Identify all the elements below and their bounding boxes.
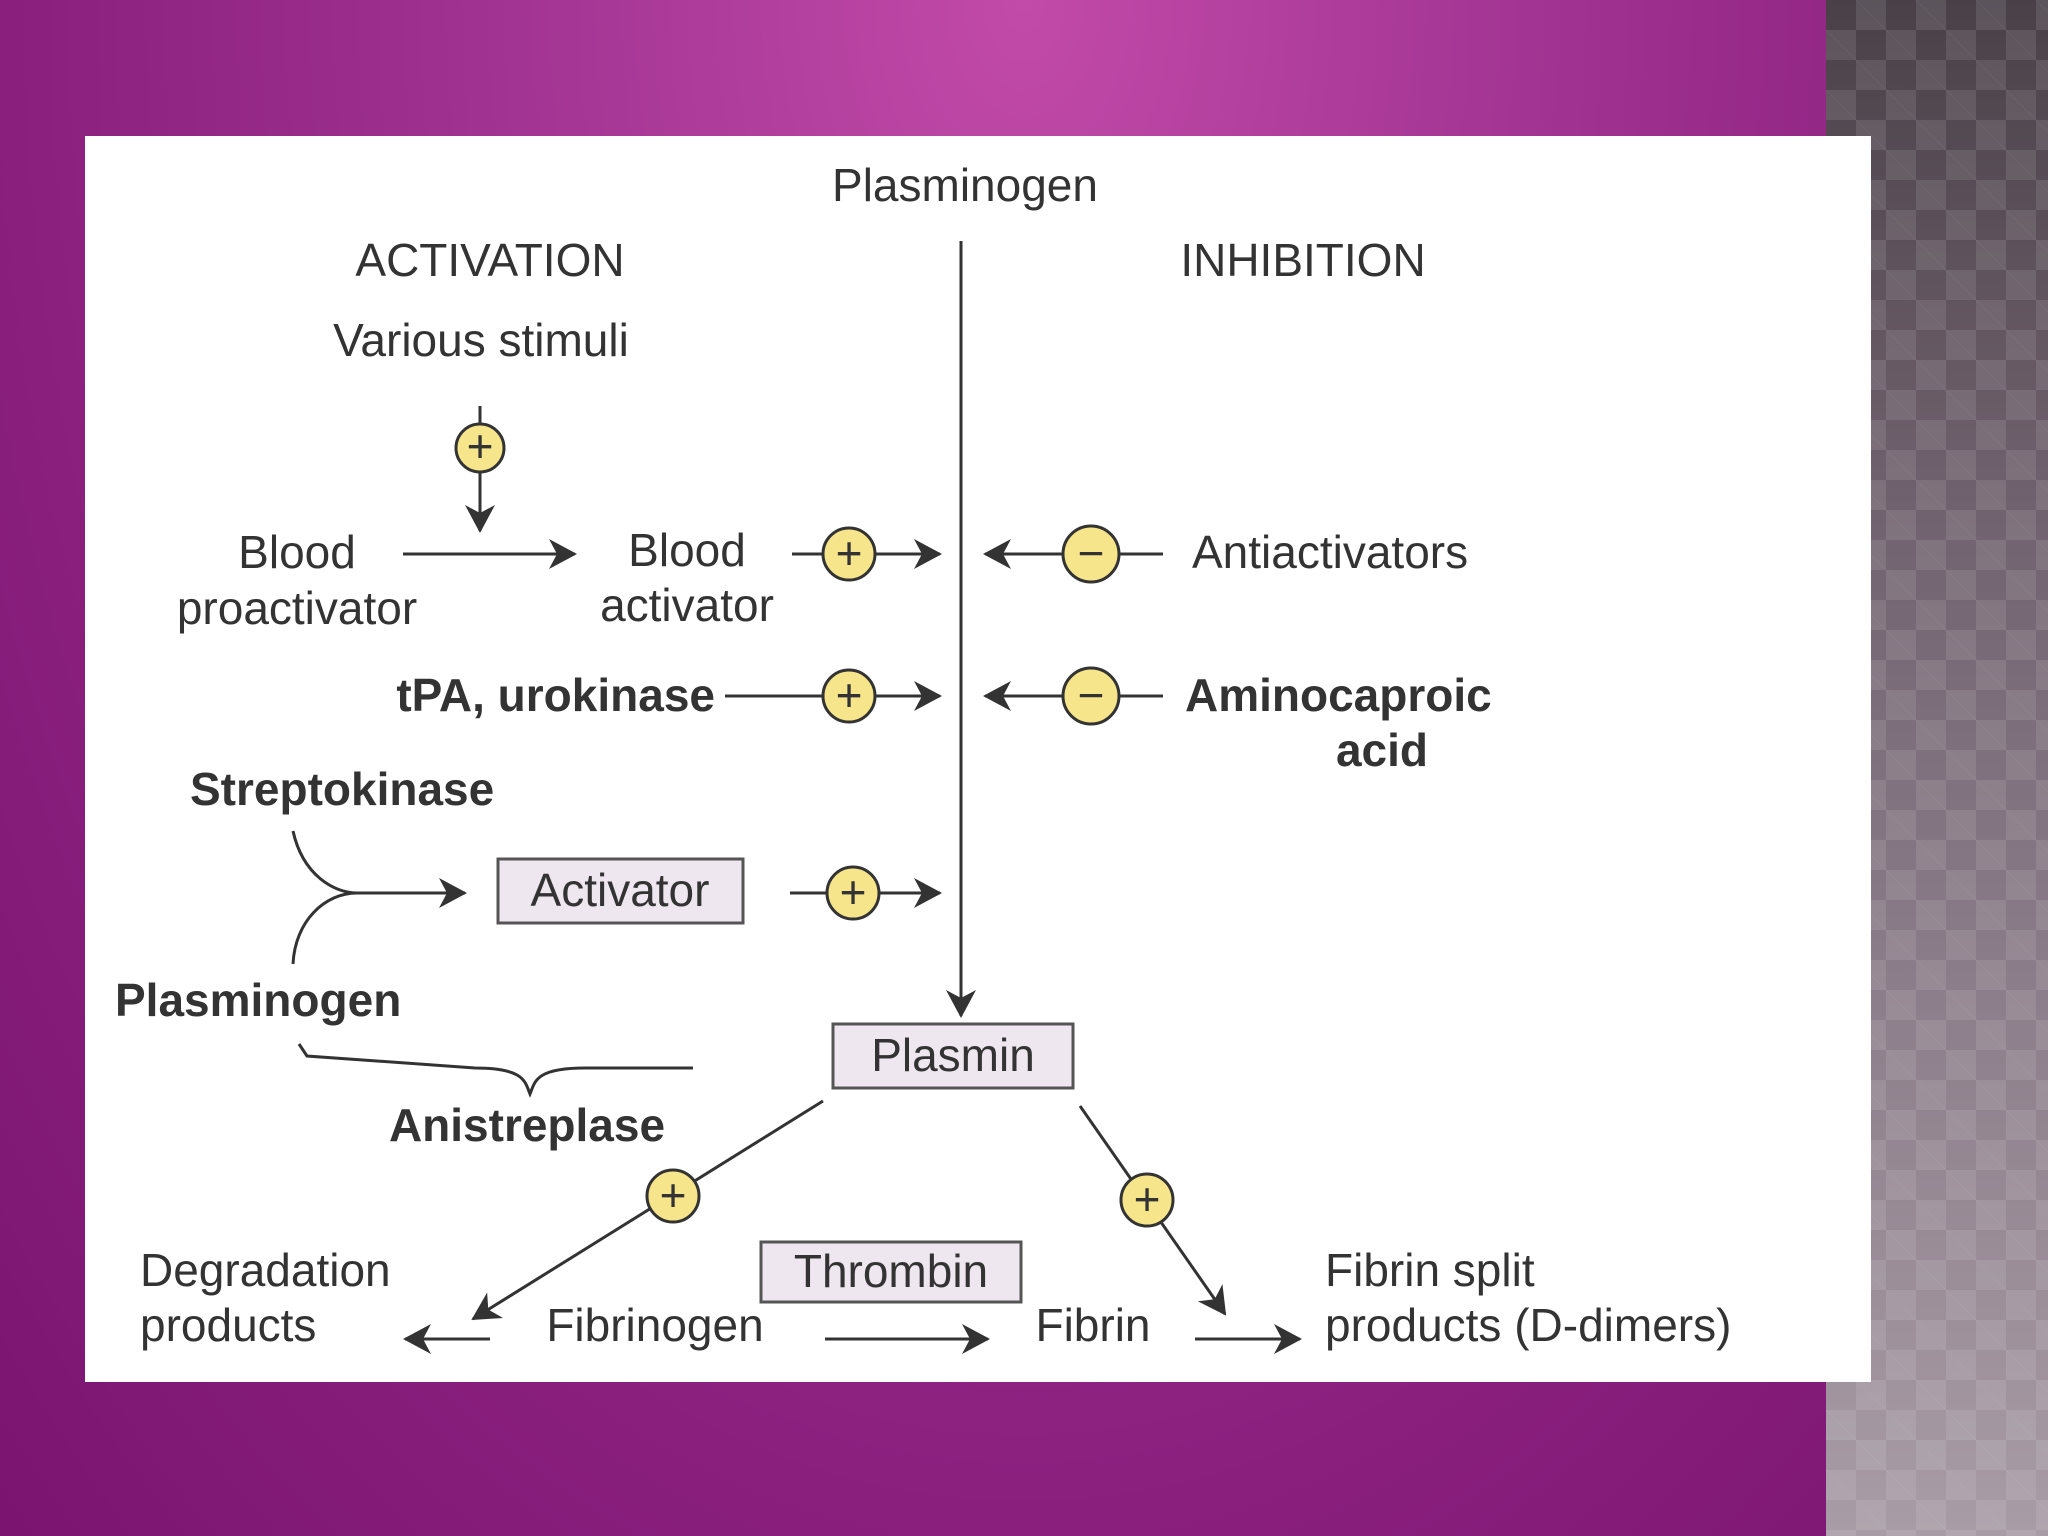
inhibition-header: INHIBITION	[1180, 234, 1425, 286]
activation-header: ACTIVATION	[355, 234, 624, 286]
fibrinogen-label: Fibrinogen	[546, 1299, 763, 1351]
fibrinolysis-diagram: Plasminogen ACTIVATION INHIBITION Variou…	[115, 159, 1731, 1354]
stimuli-plus-circle	[454, 422, 506, 474]
blood-activator-line2: activator	[600, 579, 774, 631]
plasmin-box	[831, 1022, 1075, 1090]
aminocaproic-line1: Aminocaproic	[1185, 669, 1492, 721]
degradation-plus-circle	[645, 1168, 701, 1224]
streptokinase-label: Streptokinase	[190, 763, 494, 815]
plasminogen-top-label: Plasminogen	[832, 159, 1098, 211]
plasminogen-curve	[291, 891, 358, 965]
streptokinase-curve	[291, 830, 358, 895]
diagram-panel: Plasminogen ACTIVATION INHIBITION Variou…	[85, 136, 1871, 1382]
plasmin-box-label: Plasmin	[871, 1029, 1035, 1081]
tpa-plus-circle	[821, 668, 877, 724]
fibrin-split-line1: Fibrin split	[1325, 1244, 1535, 1296]
activator-box-label: Activator	[531, 864, 710, 916]
degradation-line2: products	[140, 1299, 316, 1351]
degradation-plus-sign: +	[660, 1169, 687, 1221]
blood-activator-line1: Blood	[628, 524, 746, 576]
blood-activator-plus-sign: +	[836, 527, 863, 579]
blood-proactivator-line2: proactivator	[177, 582, 417, 634]
blood-activator-plus-circle	[821, 526, 877, 582]
plasminogen-left-label: Plasminogen	[115, 974, 401, 1026]
anistreplase-label: Anistreplase	[389, 1099, 665, 1151]
fibrin-split-plus-sign: +	[1134, 1173, 1161, 1225]
antiactivators-minus-circle	[1061, 524, 1121, 584]
various-stimuli-label: Various stimuli	[333, 314, 629, 366]
thrombin-box	[759, 1240, 1023, 1304]
activator-plus-sign: +	[840, 866, 867, 918]
blood-proactivator-line1: Blood	[238, 526, 356, 578]
antiactivators-minus-sign: −	[1078, 527, 1105, 579]
fibrin-split-plus-circle	[1119, 1172, 1175, 1228]
tpa-urokinase-label: tPA, urokinase	[396, 669, 715, 721]
stimuli-plus-sign: +	[467, 420, 494, 472]
aminocaproic-minus-circle	[1061, 666, 1121, 726]
thrombin-box-label: Thrombin	[794, 1245, 988, 1297]
fibrin-split-line2: products (D-dimers)	[1325, 1299, 1731, 1351]
degradation-line1: Degradation	[140, 1244, 391, 1296]
plasmin-to-degradation-arrow	[471, 1099, 824, 1321]
activator-box	[496, 857, 745, 925]
aminocaproic-minus-sign: −	[1078, 669, 1105, 721]
fibrin-label: Fibrin	[1035, 1299, 1150, 1351]
anistreplase-brace	[297, 1043, 693, 1098]
aminocaproic-line2: acid	[1336, 724, 1428, 776]
antiactivators-label: Antiactivators	[1192, 526, 1468, 578]
tpa-plus-sign: +	[836, 669, 863, 721]
activator-plus-circle	[825, 865, 881, 921]
